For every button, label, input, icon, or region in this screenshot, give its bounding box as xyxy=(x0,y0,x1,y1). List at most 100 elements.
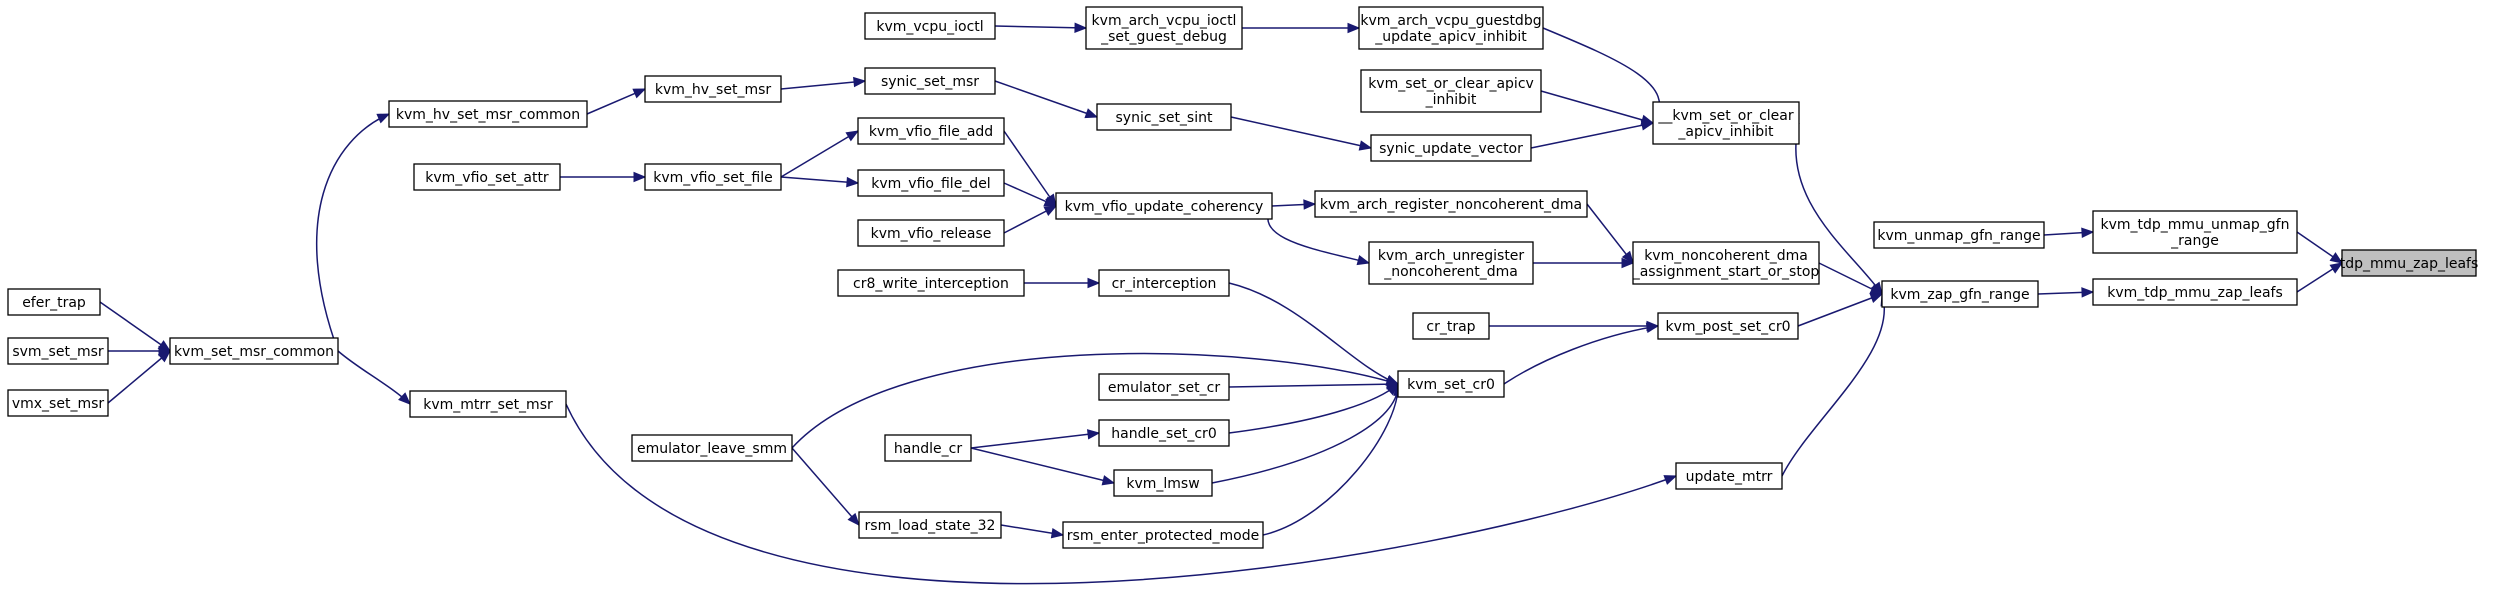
node-svm_set_msr[interactable]: svm_set_msr xyxy=(7,337,109,365)
node-kvm_vfio_update_coherency[interactable]: kvm_vfio_update_coherency xyxy=(1055,192,1273,220)
edge-arrowhead-34 xyxy=(1050,527,1065,539)
node-rsm_load_state_32[interactable]: rsm_load_state_32 xyxy=(858,511,1002,539)
node-label: _assignment_start_or_stop xyxy=(1632,264,1820,280)
edge-kvm_noncoherent_dma_assignment_start_or_stop-to-kvm_zap_gfn_range xyxy=(1818,262,1883,295)
node-box xyxy=(1314,190,1588,218)
edge-arrowhead-11 xyxy=(1621,250,1634,265)
node-kvm_unmap_gfn_range[interactable]: kvm_unmap_gfn_range xyxy=(1873,221,2045,249)
node-label: _range xyxy=(2170,233,2219,249)
edge-kvm_vfio_set_file-to-kvm_vfio_file_add xyxy=(780,130,859,178)
node-box xyxy=(1657,312,1799,340)
node-label: kvm_tdp_mmu_zap_leafs xyxy=(2107,285,2283,301)
node-box xyxy=(1881,280,2039,308)
node-box xyxy=(857,219,1005,247)
node-kvm_lmsw[interactable]: kvm_lmsw xyxy=(1113,469,1213,497)
edge-arrowhead-15 xyxy=(1663,475,1678,485)
node-box xyxy=(1098,373,1230,401)
node-handle_set_cr0[interactable]: handle_set_cr0 xyxy=(1098,419,1230,447)
edge-arrowhead-14 xyxy=(1645,322,1660,333)
node-label: synic_set_msr xyxy=(881,74,979,90)
node-box xyxy=(884,434,972,462)
node-kvm_set_or_clear_apicv_inhibit[interactable]: kvm_set_or_clear_apicv_inhibit xyxy=(1360,69,1542,113)
node-cr_interception[interactable]: cr_interception xyxy=(1098,269,1230,297)
node-synic_set_sint[interactable]: synic_set_sint xyxy=(1096,103,1232,131)
node-rsm_enter_protected_mode[interactable]: rsm_enter_protected_mode xyxy=(1062,521,1264,549)
node-kvm_arch_unregister_noncoherent_dma[interactable]: kvm_arch_unregister_noncoherent_dma xyxy=(1368,241,1534,285)
node-kvm_arch_vcpu_guestdbg_update_apicv_inhibit[interactable]: kvm_arch_vcpu_guestdbg_update_apicv_inhi… xyxy=(1358,6,1544,50)
node-emulator_set_cr[interactable]: emulator_set_cr xyxy=(1098,373,1230,401)
node-label: handle_cr xyxy=(894,441,962,457)
node-kvm_vfio_set_attr[interactable]: kvm_vfio_set_attr xyxy=(413,163,561,191)
node-label: kvm_vfio_release xyxy=(871,226,992,242)
edge-arrowhead-41 xyxy=(376,113,391,124)
node-__kvm_set_or_clear_apicv_inhibit[interactable]: __kvm_set_or_clear_apicv_inhibit xyxy=(1652,101,1800,145)
node-kvm_tdp_mmu_unmap_gfn_range[interactable]: kvm_tdp_mmu_unmap_gfn_range xyxy=(2092,210,2298,254)
node-box xyxy=(864,12,996,40)
node-kvm_arch_vcpu_ioctl_set_guest_debug[interactable]: kvm_arch_vcpu_ioctl_set_guest_debug xyxy=(1085,6,1243,50)
node-box xyxy=(7,337,109,365)
node-label: kvm_unmap_gfn_range xyxy=(1877,228,2040,244)
node-box xyxy=(864,67,996,95)
node-kvm_hv_set_msr_common[interactable]: kvm_hv_set_msr_common xyxy=(388,100,588,128)
node-label: kvm_arch_unregister xyxy=(1378,248,1525,264)
node-kvm_vfio_set_file[interactable]: kvm_vfio_set_file xyxy=(644,163,782,191)
node-update_mtrr[interactable]: update_mtrr xyxy=(1675,462,1783,490)
node-kvm_noncoherent_dma_assignment_start_or_stop[interactable]: kvm_noncoherent_dma_assignment_start_or_… xyxy=(1632,241,1820,285)
node-box xyxy=(1632,241,1820,285)
node-label: rsm_enter_protected_mode xyxy=(1067,528,1259,544)
node-tdp_mmu_zap_leafs[interactable]: tdp_mmu_zap_leafs xyxy=(2340,249,2479,277)
node-box xyxy=(169,337,339,365)
edge-synic_update_vector-to-__kvm_set_or_clear_apicv_inhibit xyxy=(1530,122,1654,149)
edge-kvm_mtrr_set_msr-to-update_mtrr xyxy=(565,403,1677,585)
edge-arrowhead-10 xyxy=(1640,120,1655,131)
node-kvm_hv_set_msr[interactable]: kvm_hv_set_msr xyxy=(644,75,782,103)
node-label: kvm_arch_register_noncoherent_dma xyxy=(1320,197,1582,213)
node-label: _inhibit xyxy=(1425,92,1477,108)
node-label: kvm_vfio_update_coherency xyxy=(1065,199,1264,215)
node-kvm_mtrr_set_msr[interactable]: kvm_mtrr_set_msr xyxy=(409,390,567,418)
edge-arrowhead-36 xyxy=(853,76,867,88)
node-box xyxy=(1098,269,1230,297)
node-efer_trap[interactable]: efer_trap xyxy=(7,288,101,316)
node-box xyxy=(413,163,561,191)
node-label: update_mtrr xyxy=(1686,469,1773,485)
node-label: kvm_vfio_set_attr xyxy=(425,170,549,186)
edge-kvm_vcpu_ioctl-to-kvm_arch_vcpu_ioctl_set_guest_debug xyxy=(994,25,1087,29)
node-box xyxy=(1098,419,1230,447)
node-kvm_arch_register_noncoherent_dma[interactable]: kvm_arch_register_noncoherent_dma xyxy=(1314,190,1588,218)
node-label: efer_trap xyxy=(22,295,86,311)
node-synic_set_msr[interactable]: synic_set_msr xyxy=(864,67,996,95)
node-box xyxy=(7,389,109,417)
node-label: kvm_vfio_set_file xyxy=(653,170,772,186)
node-box xyxy=(1652,101,1800,145)
node-kvm_tdp_mmu_zap_leafs[interactable]: kvm_tdp_mmu_zap_leafs xyxy=(2092,278,2298,306)
node-label: kvm_arch_vcpu_guestdbg xyxy=(1360,13,1541,29)
node-box xyxy=(1397,370,1505,398)
node-handle_cr[interactable]: handle_cr xyxy=(884,434,972,462)
node-label: kvm_zap_gfn_range xyxy=(1890,287,2029,303)
node-box xyxy=(7,288,101,316)
node-kvm_vfio_file_del[interactable]: kvm_vfio_file_del xyxy=(857,169,1005,197)
node-label: emulator_leave_smm xyxy=(637,441,787,457)
node-kvm_post_set_cr0[interactable]: kvm_post_set_cr0 xyxy=(1657,312,1799,340)
node-label: kvm_lmsw xyxy=(1126,476,1199,492)
node-emulator_leave_smm[interactable]: emulator_leave_smm xyxy=(631,434,793,462)
node-kvm_vcpu_ioctl[interactable]: kvm_vcpu_ioctl xyxy=(864,12,996,40)
node-cr_trap[interactable]: cr_trap xyxy=(1412,312,1490,340)
node-label: kvm_vfio_file_add xyxy=(869,124,993,140)
node-label: kvm_vfio_file_del xyxy=(871,176,990,192)
node-kvm_zap_gfn_range[interactable]: kvm_zap_gfn_range xyxy=(1881,280,2039,308)
node-kvm_vfio_file_add[interactable]: kvm_vfio_file_add xyxy=(857,117,1005,145)
node-box xyxy=(1358,6,1544,50)
node-box xyxy=(837,269,1025,297)
node-kvm_set_cr0[interactable]: kvm_set_cr0 xyxy=(1397,370,1505,398)
edge-arrowhead-40 xyxy=(633,171,647,183)
node-kvm_set_msr_common[interactable]: kvm_set_msr_common xyxy=(169,337,339,365)
node-vmx_set_msr[interactable]: vmx_set_msr xyxy=(7,389,109,417)
node-label: _apicv_inhibit xyxy=(1677,124,1774,140)
node-synic_update_vector[interactable]: synic_update_vector xyxy=(1370,134,1532,162)
edge-arrowhead-0 xyxy=(2329,252,2344,264)
node-kvm_vfio_release[interactable]: kvm_vfio_release xyxy=(857,219,1005,247)
node-cr8_write_interception[interactable]: cr8_write_interception xyxy=(837,269,1025,297)
edge-emulator_leave_smm-to-kvm_set_cr0 xyxy=(791,352,1399,449)
